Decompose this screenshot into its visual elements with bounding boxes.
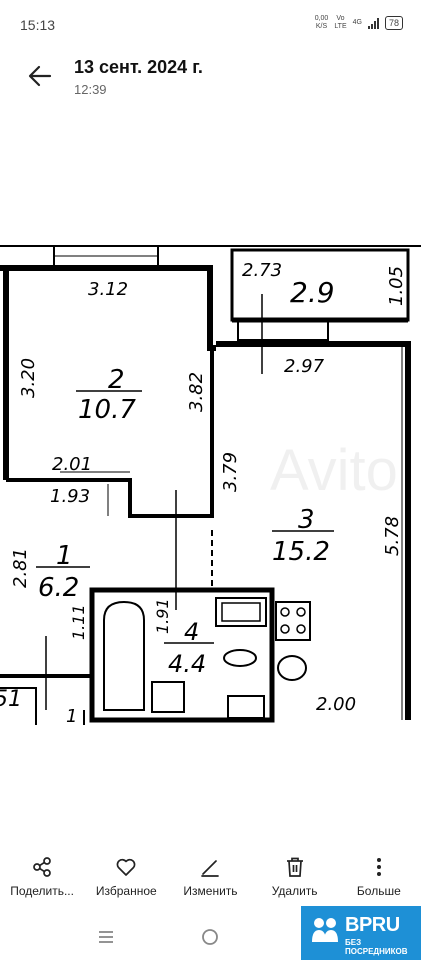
floor-plan-drawing: Avito 2 10.7 3 15.2 1 6.2 4 4.4 2.9 3.12… xyxy=(0,245,421,727)
arrow-left-icon[interactable] xyxy=(26,62,54,90)
dimension-label: 2.00 xyxy=(316,694,356,715)
dimension-label: 3.79 xyxy=(220,452,241,492)
action-bar: Поделить... Избранное Изменить Удалить Б… xyxy=(0,850,421,905)
badge-title: BPRU xyxy=(345,914,400,936)
people-logo-icon xyxy=(312,918,338,942)
more-button[interactable]: Больше xyxy=(339,850,419,905)
dimension-label: 2.81 xyxy=(10,548,31,588)
page-subtitle: 12:39 xyxy=(74,82,107,97)
badge-subtitle: БЕЗ ПОСРЕДНИКОВ xyxy=(345,938,408,956)
dimension-label: 2.73 xyxy=(242,260,282,281)
dimension-label: 2.97 xyxy=(284,356,325,377)
room-area: 4.4 xyxy=(168,650,206,678)
dimension-label: 1.91 xyxy=(153,598,172,634)
room-number: 2 xyxy=(108,365,125,395)
dimension-label: 1.05 xyxy=(386,266,407,306)
dimension-label: 1.11 xyxy=(69,604,88,640)
watermark: Avito xyxy=(270,438,398,503)
action-label: Изменить xyxy=(183,884,238,898)
dimension-label: 2.01 xyxy=(52,454,92,475)
room-area: 6.2 xyxy=(38,573,79,603)
page-title: 13 сент. 2024 г. xyxy=(74,57,203,77)
more-icon xyxy=(376,858,381,876)
heart-icon xyxy=(116,858,136,876)
home-icon[interactable] xyxy=(200,927,220,952)
edit-icon xyxy=(201,860,220,877)
favorite-button[interactable]: Избранное xyxy=(86,850,166,905)
trash-icon xyxy=(286,857,303,877)
action-label: Избранное xyxy=(95,884,157,898)
floor-plan-image[interactable]: Avito 2 10.7 3 15.2 1 6.2 4 4.4 2.9 3.12… xyxy=(0,240,421,727)
bpru-badge: BPRU БЕЗ ПОСРЕДНИКОВ xyxy=(301,906,421,960)
room-number: 4 xyxy=(184,618,199,646)
status-time: 15:13 xyxy=(20,17,56,33)
battery-icon: 78 xyxy=(384,16,403,30)
dimension-label: 51 xyxy=(0,687,22,712)
room-number: 3 xyxy=(298,505,315,535)
dimension-label: 3.20 xyxy=(18,358,39,398)
dimension-label: 5.78 xyxy=(382,516,403,556)
balcony-area: 2.9 xyxy=(290,276,335,309)
room-area: 10.7 xyxy=(78,395,136,425)
room-number: 1 xyxy=(56,541,73,571)
edit-button[interactable]: Изменить xyxy=(170,850,250,905)
share-icon xyxy=(33,857,51,877)
delete-button[interactable]: Удалить xyxy=(255,850,335,905)
signal-icon xyxy=(367,17,379,29)
dimension-label: 1.93 xyxy=(50,486,90,507)
dimension-label: 3.12 xyxy=(88,279,128,300)
action-label: Поделить... xyxy=(10,884,74,898)
dimension-label: 1 xyxy=(66,706,77,725)
action-label: Удалить xyxy=(271,884,318,898)
dimension-label: 3.82 xyxy=(186,372,207,412)
action-label: Больше xyxy=(356,884,401,898)
share-button[interactable]: Поделить... xyxy=(2,850,82,905)
room-area: 15.2 xyxy=(272,537,330,567)
network-type: 4G xyxy=(352,19,362,26)
app-header: 13 сент. 2024 г. 12:39 xyxy=(0,48,421,104)
menu-icon[interactable] xyxy=(96,927,116,952)
